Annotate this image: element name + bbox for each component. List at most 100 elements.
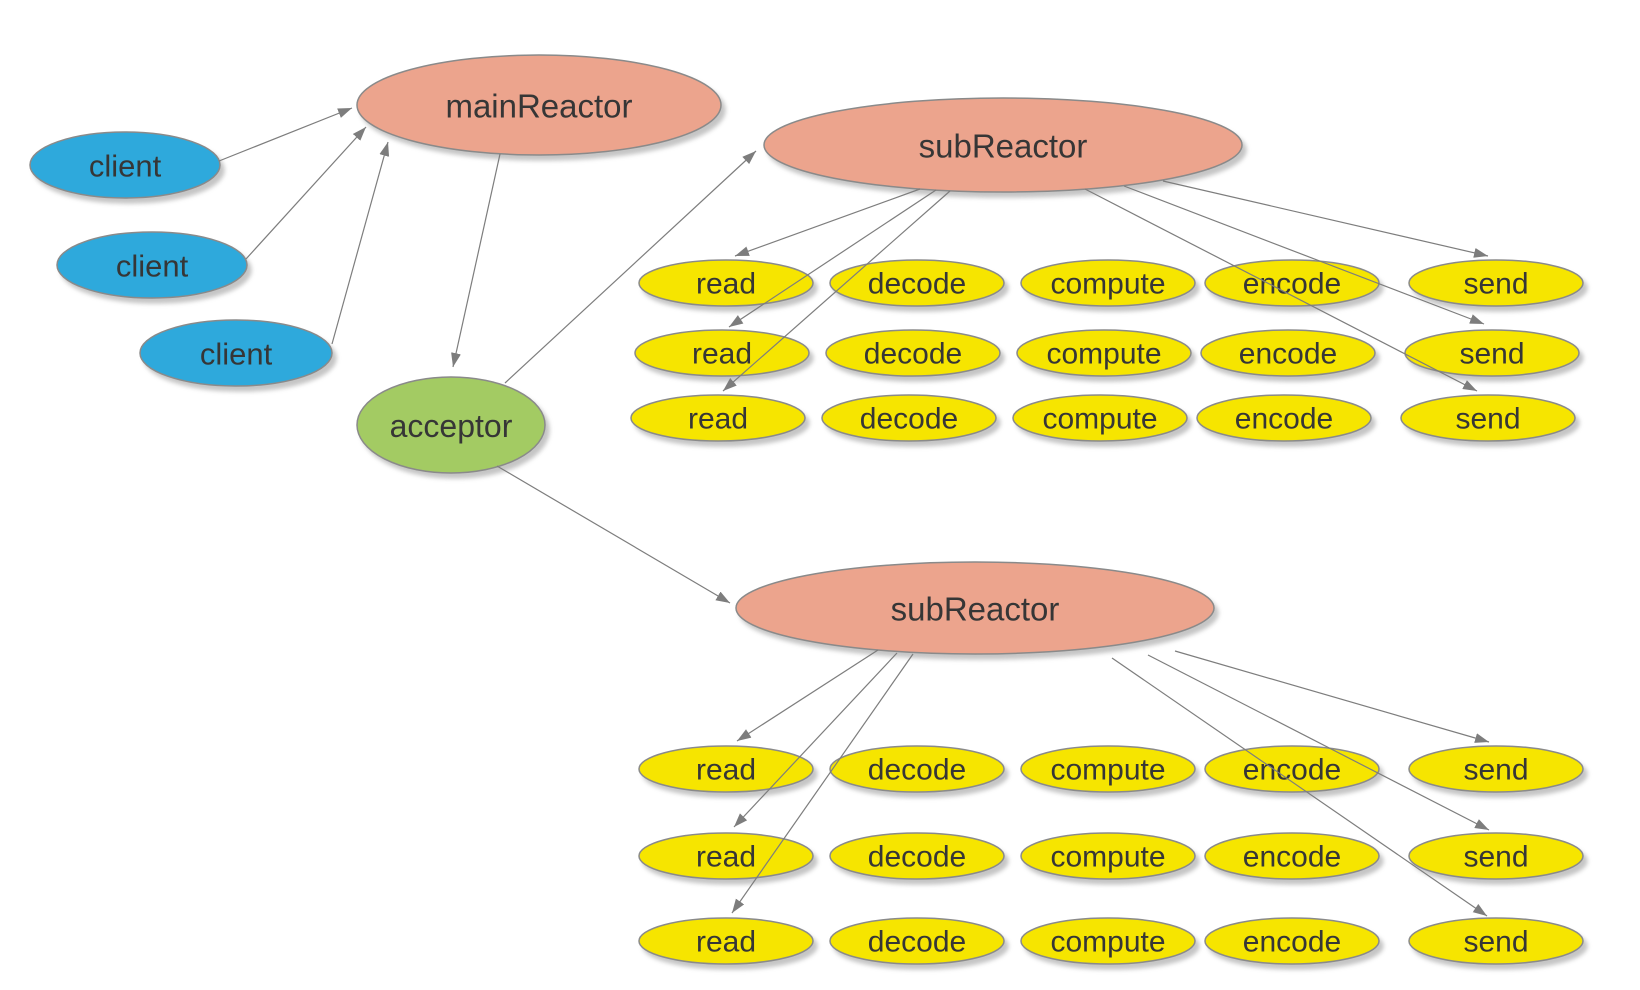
- node-top-decode-2-label: decode: [864, 338, 962, 371]
- node-client-1: client: [29, 131, 221, 199]
- node-bottom-encode-3-shape: [1204, 917, 1380, 965]
- node-acceptor-label: acceptor: [390, 408, 513, 444]
- node-main-reactor: mainReactor: [356, 54, 722, 156]
- node-bottom-decode-2: decode: [829, 832, 1005, 880]
- node-top-send-2: send: [1404, 329, 1580, 377]
- node-acceptor: acceptor: [356, 376, 546, 474]
- node-sub-reactor-bottom-label: subReactor: [891, 591, 1060, 628]
- node-bottom-read-2-label: read: [696, 841, 756, 874]
- node-top-compute-3-shape: [1012, 394, 1188, 442]
- node-top-decode-1-label: decode: [868, 268, 966, 301]
- node-bottom-send-1-label: send: [1463, 754, 1528, 787]
- node-bottom-encode-3: encode: [1204, 917, 1380, 965]
- node-top-read-1-shape: [638, 259, 814, 307]
- node-bottom-encode-1-shape: [1204, 745, 1380, 793]
- node-sub-reactor-top: subReactor: [763, 97, 1243, 193]
- node-top-compute-1: compute: [1020, 259, 1196, 307]
- node-top-decode-2: decode: [825, 329, 1001, 377]
- node-top-compute-1-label: compute: [1050, 268, 1165, 301]
- node-client-1-label: client: [89, 149, 162, 184]
- node-bottom-send-1-shape: [1408, 745, 1584, 793]
- node-bottom-send-3-label: send: [1463, 926, 1528, 959]
- node-client-1-shape: [29, 131, 221, 199]
- node-bottom-read-1-shape: [638, 745, 814, 793]
- node-bottom-compute-3: compute: [1020, 917, 1196, 965]
- node-bottom-compute-1-shape: [1020, 745, 1196, 793]
- node-sub-reactor-bottom-shape: [735, 561, 1215, 655]
- node-top-compute-3-label: compute: [1042, 403, 1157, 436]
- node-bottom-compute-1: compute: [1020, 745, 1196, 793]
- edge-subtop-to-read3: [722, 190, 951, 392]
- edges-layer: [218, 107, 1490, 917]
- node-top-decode-3: decode: [821, 394, 997, 442]
- node-bottom-read-2: read: [638, 832, 814, 880]
- node-sub-reactor-top-label: subReactor: [919, 128, 1088, 165]
- node-top-compute-3: compute: [1012, 394, 1188, 442]
- node-bottom-compute-2: compute: [1020, 832, 1196, 880]
- node-top-encode-2: encode: [1200, 329, 1376, 377]
- edge-subtop-to-read2: [728, 189, 937, 328]
- node-top-send-3-label: send: [1455, 403, 1520, 436]
- node-top-send-1: send: [1408, 259, 1584, 307]
- node-bottom-send-2: send: [1408, 832, 1584, 880]
- node-sub-reactor-top-shape: [763, 97, 1243, 193]
- node-bottom-compute-3-shape: [1020, 917, 1196, 965]
- node-bottom-decode-2-shape: [829, 832, 1005, 880]
- node-bottom-read-1-label: read: [696, 754, 756, 787]
- edge-subbottom-to-read1: [736, 649, 879, 742]
- edge-subbottom-to-send2: [1147, 654, 1490, 831]
- edge-subtop-to-send2: [1123, 185, 1485, 325]
- edge-subbottom-to-send3: [1111, 657, 1488, 917]
- edge-client2-to-mainreactor: [245, 126, 367, 260]
- node-bottom-encode-1: encode: [1204, 745, 1380, 793]
- node-top-encode-3: encode: [1196, 394, 1372, 442]
- node-bottom-decode-3-shape: [829, 917, 1005, 965]
- node-top-send-1-shape: [1408, 259, 1584, 307]
- node-top-read-1-label: read: [696, 268, 756, 301]
- node-client-2-shape: [56, 231, 248, 299]
- node-bottom-decode-1-shape: [829, 745, 1005, 793]
- node-top-encode-3-label: encode: [1235, 403, 1333, 436]
- node-top-decode-3-shape: [821, 394, 997, 442]
- node-client-3-shape: [139, 319, 333, 387]
- edge-acceptor-to-subreactor-top: [504, 150, 757, 384]
- node-top-decode-3-label: decode: [860, 403, 958, 436]
- node-top-read-2: read: [634, 329, 810, 377]
- node-top-encode-2-shape: [1200, 329, 1376, 377]
- node-bottom-encode-2: encode: [1204, 832, 1380, 880]
- node-bottom-read-3-shape: [638, 917, 814, 965]
- nodes-layer: clientclientclientmainReactorsubReactora…: [29, 54, 1584, 965]
- edge-client1-to-mainreactor: [218, 107, 353, 162]
- node-bottom-read-3: read: [638, 917, 814, 965]
- node-bottom-send-2-shape: [1408, 832, 1584, 880]
- edge-subbottom-to-read2: [733, 652, 898, 828]
- node-top-encode-2-label: encode: [1239, 338, 1337, 371]
- node-bottom-read-2-shape: [638, 832, 814, 880]
- node-top-compute-1-shape: [1020, 259, 1196, 307]
- node-top-compute-2-label: compute: [1046, 338, 1161, 371]
- edge-mainreactor-to-acceptor: [451, 153, 501, 368]
- node-bottom-compute-3-label: compute: [1050, 926, 1165, 959]
- edge-subbottom-to-read3: [731, 653, 914, 914]
- edge-subtop-to-send3: [1084, 188, 1478, 392]
- node-bottom-encode-2-shape: [1204, 832, 1380, 880]
- node-bottom-compute-2-shape: [1020, 832, 1196, 880]
- edge-subtop-to-send1: [1162, 180, 1489, 258]
- node-top-send-2-label: send: [1459, 338, 1524, 371]
- node-bottom-decode-1: decode: [829, 745, 1005, 793]
- node-bottom-send-3-shape: [1408, 917, 1584, 965]
- node-top-read-1: read: [638, 259, 814, 307]
- node-top-encode-1-shape: [1204, 259, 1380, 307]
- node-top-read-3-label: read: [688, 403, 748, 436]
- node-acceptor-shape: [356, 376, 546, 474]
- node-bottom-compute-1-label: compute: [1050, 754, 1165, 787]
- node-main-reactor-label: mainReactor: [445, 88, 632, 125]
- node-top-send-3: send: [1400, 394, 1576, 442]
- node-bottom-decode-2-label: decode: [868, 841, 966, 874]
- edge-acceptor-to-subreactor-bottom: [496, 465, 731, 604]
- node-bottom-read-3-label: read: [696, 926, 756, 959]
- edge-subbottom-to-send1: [1174, 650, 1490, 743]
- node-top-encode-3-shape: [1196, 394, 1372, 442]
